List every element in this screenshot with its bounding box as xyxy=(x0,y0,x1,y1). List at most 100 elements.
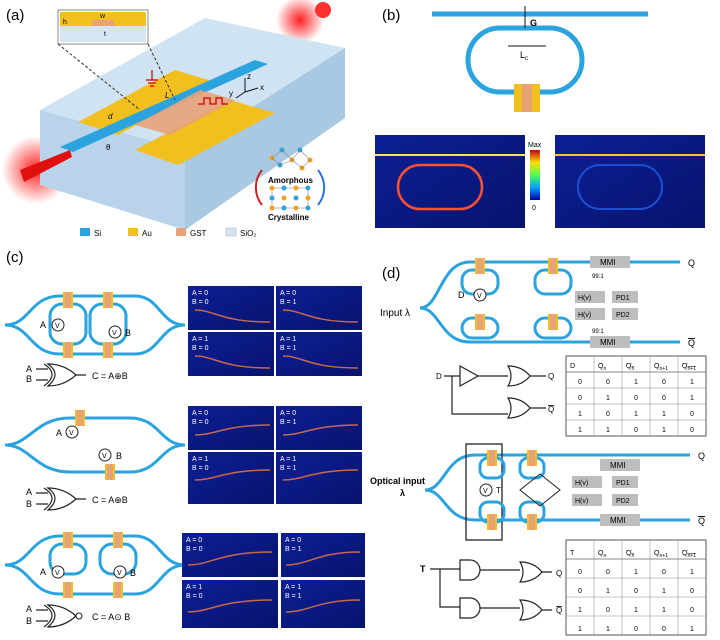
gold-pad-right xyxy=(135,100,275,165)
dff-d-input: D xyxy=(458,290,465,300)
table-header: T xyxy=(570,550,575,557)
table-header: Qn xyxy=(626,363,634,372)
inset-gold xyxy=(60,12,146,26)
xor-circuit-2: V A V B A B C = A⊕B xyxy=(4,410,186,511)
c1-gate-a: A xyxy=(26,364,32,374)
table-cell: 0 xyxy=(634,588,638,595)
table-cell: 0 xyxy=(690,588,694,595)
c3-equation: C = A⊙ B xyxy=(92,612,130,622)
sim-2-10 xyxy=(188,452,274,504)
table-cell: 0 xyxy=(606,411,610,418)
dff-lower-wg xyxy=(419,306,680,344)
c1-heater-4 xyxy=(103,342,113,358)
legend-swatch-au xyxy=(128,228,138,236)
dff-heater-3 xyxy=(548,258,558,274)
tff-frame xyxy=(465,443,503,541)
dff-mmi-bottom xyxy=(590,336,630,348)
tff-heater-4 xyxy=(527,514,537,530)
c1-lower-arm xyxy=(4,323,186,356)
svg-text:A = 1: A = 1 xyxy=(192,456,208,463)
tff-heater-2 xyxy=(487,514,497,530)
legend-swatch-sio2 xyxy=(225,227,237,237)
tff-logic-q: Q xyxy=(556,569,562,578)
lc-label: Lc xyxy=(520,50,528,62)
axis-z-label: z xyxy=(247,72,251,81)
svg-text:A = 0: A = 0 xyxy=(192,410,208,417)
inset-gst xyxy=(92,20,114,26)
tff-lambda: λ xyxy=(400,488,405,498)
pulse-symbol xyxy=(198,97,228,105)
c2-xor-gate xyxy=(36,487,86,511)
xor-circuit-1: V A V B A B C = A⊕B xyxy=(4,292,186,387)
laser-glow-right xyxy=(276,0,324,44)
legend-sio2: SiO₂ xyxy=(240,229,256,238)
amorphous-label: Amorphous xyxy=(268,176,313,185)
tff-t-input: T xyxy=(496,486,501,495)
sim-3-00 xyxy=(182,533,278,577)
svg-text:H(v): H(v) xyxy=(578,295,591,302)
table-cell: 1 xyxy=(578,607,582,614)
tff-pd1 xyxy=(612,476,638,488)
c1-voltage-b xyxy=(108,325,122,339)
sim-1-10 xyxy=(188,332,274,376)
tff-logic: T Q Q xyxy=(420,559,562,621)
c2-voltage-b xyxy=(98,448,112,462)
axis-y xyxy=(235,91,246,99)
panel-b: (b) G Lc Max 0 xyxy=(375,6,705,228)
tff-pd2 xyxy=(612,494,638,506)
legend-swatch-gst xyxy=(176,228,186,236)
legend-si: Si xyxy=(94,229,101,238)
c1-voltage-a xyxy=(51,318,65,332)
tff-voltage xyxy=(479,483,493,497)
table-cell: 0 xyxy=(662,569,666,576)
table-cell: 0 xyxy=(662,379,666,386)
table-cell: 1 xyxy=(578,427,582,434)
c3-gate-a: A xyxy=(26,604,32,614)
svg-text:B = 1: B = 1 xyxy=(280,465,297,472)
dff-logic-d: D xyxy=(436,372,442,381)
table-cell: 0 xyxy=(690,427,694,434)
tff-q-out: Q xyxy=(698,451,705,461)
table-cell: 0 xyxy=(634,626,638,633)
cycle-arrow-left xyxy=(254,169,263,206)
tff-qbar-out: Q xyxy=(698,516,705,526)
panel-a: (a) h w t d L θ xyxy=(2,0,345,238)
dim-L: L xyxy=(165,91,169,100)
c2-lower-arm xyxy=(4,443,186,474)
svg-text:V: V xyxy=(112,330,117,337)
svg-text:V: V xyxy=(55,323,60,330)
svg-text:A = 1: A = 1 xyxy=(280,456,296,463)
svg-text:V: V xyxy=(55,570,60,577)
svg-text:H(v): H(v) xyxy=(575,498,588,505)
table-cell: 1 xyxy=(662,588,666,595)
sim-2-11 xyxy=(276,452,362,504)
laser-spot xyxy=(315,2,331,18)
c3-voltage-a xyxy=(51,565,65,579)
svg-text:B = 0: B = 0 xyxy=(192,419,209,426)
c3-gate-b: B xyxy=(26,616,32,626)
table-header: Qn+1 xyxy=(654,363,668,372)
dff-logic-qbar: Q xyxy=(548,405,554,414)
panel-b-label: (b) xyxy=(382,7,400,24)
svg-text:V: V xyxy=(483,488,488,495)
svg-text:PD2: PD2 xyxy=(616,498,630,505)
c2-heater-1 xyxy=(75,410,85,426)
c3-lower-arm xyxy=(4,563,186,596)
svg-text:V: V xyxy=(102,453,107,460)
c2-upper-arm xyxy=(4,416,186,447)
legend-au: Au xyxy=(142,229,152,238)
svg-text:V: V xyxy=(477,293,482,300)
c1-input-a: A xyxy=(40,320,46,330)
c2-gate-b: B xyxy=(26,499,32,509)
svg-text:A = 0: A = 0 xyxy=(285,537,301,544)
tff-upper-wg xyxy=(424,453,690,492)
svg-text:PD2: PD2 xyxy=(616,312,630,319)
c2-voltage-a xyxy=(65,425,79,439)
table-cell: 1 xyxy=(634,569,638,576)
amorphous-structure xyxy=(269,147,313,171)
table-cell: 1 xyxy=(690,395,694,402)
tff-hv-bottom xyxy=(572,494,602,506)
panel-d-label: (d) xyxy=(382,265,400,282)
